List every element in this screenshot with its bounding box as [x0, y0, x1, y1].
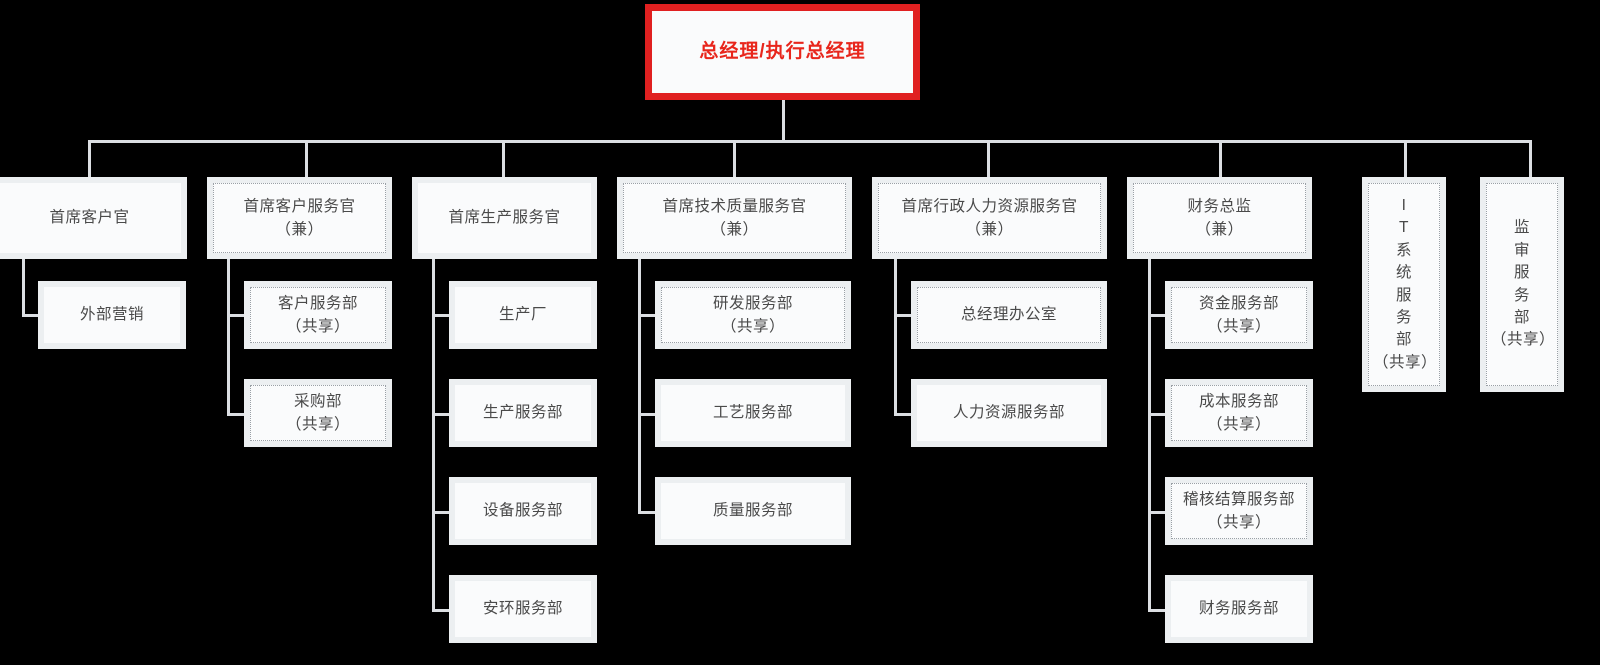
- node-label: 人力资源服务部: [917, 385, 1101, 441]
- node-cfo[interactable]: 财务总监 （兼）: [1127, 177, 1312, 259]
- node-label: 生产厂: [455, 287, 591, 343]
- node-it-system-service-dept[interactable]: I T 系 统 服 务 部 （共享）: [1362, 177, 1446, 392]
- connector-drop-ctqso: [733, 140, 736, 178]
- node-label-shared-tag: （共享）: [1373, 353, 1438, 371]
- node-label: 财务总监 （兼）: [1133, 183, 1306, 253]
- node-label-char: 监: [1513, 219, 1530, 237]
- connector-stub-chrso-1: [894, 314, 912, 317]
- connector-spine-cpso: [432, 259, 435, 611]
- node-label: 资金服务部 （共享）: [1171, 287, 1307, 343]
- node-label: 研发服务部 （共享）: [661, 287, 845, 343]
- connector-spine-ctqso: [638, 259, 641, 513]
- connector-drop-it: [1404, 140, 1407, 178]
- node-label-char: 部: [1395, 331, 1412, 349]
- node-label: 首席技术质量服务官 （兼）: [623, 183, 846, 253]
- node-procurement-dept[interactable]: 采购部 （共享）: [244, 379, 392, 447]
- connector-root-stem: [782, 100, 785, 142]
- node-treasury-service-dept[interactable]: 资金服务部 （共享）: [1165, 281, 1313, 349]
- connector-stub-cpso-3: [432, 511, 450, 514]
- node-label-char: 系: [1395, 241, 1412, 259]
- connector-stub-ccso-1: [227, 314, 245, 317]
- node-chief-customer-officer[interactable]: 首席客户官: [0, 177, 187, 259]
- node-label: 成本服务部 （共享）: [1171, 385, 1307, 441]
- node-label-char: 务: [1395, 308, 1412, 326]
- node-safety-environment-service-dept[interactable]: 安环服务部: [449, 575, 597, 643]
- node-label-char: 服: [1513, 264, 1530, 282]
- node-audit-service-dept[interactable]: 监 审 服 务 部 （共享）: [1480, 177, 1564, 392]
- node-chief-production-service-officer[interactable]: 首席生产服务官: [412, 177, 597, 259]
- node-root-general-manager[interactable]: 总经理/执行总经理: [645, 4, 920, 100]
- node-label: 首席生产服务官: [418, 183, 591, 253]
- node-label: 财务服务部: [1171, 581, 1307, 637]
- connector-stub-ccso-2: [227, 413, 245, 416]
- node-rnd-service-dept[interactable]: 研发服务部 （共享）: [655, 281, 851, 349]
- node-label: 外部营销: [44, 287, 180, 343]
- connector-stub-cfo-4: [1148, 609, 1166, 612]
- connector-stub-cpso-4: [432, 609, 450, 612]
- node-finance-service-dept[interactable]: 财务服务部: [1165, 575, 1313, 643]
- node-production-service-dept[interactable]: 生产服务部: [449, 379, 597, 447]
- node-label: 安环服务部: [455, 581, 591, 637]
- connector-drop-chrso: [987, 140, 990, 178]
- node-label-vertical: I T 系 统 服 务 部 （共享）: [1368, 183, 1440, 386]
- node-root-label: 总经理/执行总经理: [652, 11, 913, 93]
- node-label: 首席客户官: [0, 183, 181, 253]
- connector-stub-ctqso-2: [638, 413, 656, 416]
- connector-drop-cfo: [1219, 140, 1222, 178]
- connector-stub-cco-1: [22, 314, 40, 317]
- node-gm-office[interactable]: 总经理办公室: [911, 281, 1107, 349]
- node-hr-service-dept[interactable]: 人力资源服务部: [911, 379, 1107, 447]
- connector-stub-cfo-2: [1148, 413, 1166, 416]
- connector-drop-cpso: [502, 140, 505, 178]
- node-label: 首席行政人力资源服务官 （兼）: [878, 183, 1101, 253]
- node-equipment-service-dept[interactable]: 设备服务部: [449, 477, 597, 545]
- node-label: 工艺服务部: [661, 385, 845, 441]
- connector-drop-cco: [88, 140, 91, 178]
- node-process-service-dept[interactable]: 工艺服务部: [655, 379, 851, 447]
- node-chief-admin-hr-service-officer[interactable]: 首席行政人力资源服务官 （兼）: [872, 177, 1107, 259]
- connector-spine-cfo: [1148, 259, 1151, 611]
- node-label-char: 务: [1513, 286, 1530, 304]
- node-chief-customer-service-officer[interactable]: 首席客户服务官 （兼）: [207, 177, 392, 259]
- node-production-plant[interactable]: 生产厂: [449, 281, 597, 349]
- connector-bus: [88, 140, 1532, 143]
- node-label: 稽核结算服务部 （共享）: [1171, 483, 1307, 539]
- connector-spine-chrso: [894, 259, 897, 416]
- node-label-char: 统: [1395, 264, 1412, 282]
- node-external-marketing[interactable]: 外部营销: [38, 281, 186, 349]
- node-label-vertical: 监 审 服 务 部 （共享）: [1486, 183, 1558, 386]
- node-label: 设备服务部: [455, 483, 591, 539]
- node-label-shared-tag: （共享）: [1491, 331, 1556, 349]
- connector-stub-cpso-2: [432, 413, 450, 416]
- connector-stub-chrso-2: [894, 413, 912, 416]
- node-label: 采购部 （共享）: [250, 385, 386, 441]
- node-label-char: I: [1401, 196, 1407, 214]
- connector-spine-ccso: [227, 259, 230, 416]
- node-label: 生产服务部: [455, 385, 591, 441]
- node-label-char: 审: [1513, 241, 1530, 259]
- node-label: 质量服务部: [661, 483, 845, 539]
- connector-drop-ccso: [305, 140, 308, 178]
- node-cost-service-dept[interactable]: 成本服务部 （共享）: [1165, 379, 1313, 447]
- node-label-char: 服: [1395, 286, 1412, 304]
- node-label: 首席客户服务官 （兼）: [213, 183, 386, 253]
- node-chief-technical-quality-service-officer[interactable]: 首席技术质量服务官 （兼）: [617, 177, 852, 259]
- connector-stub-ctqso-1: [638, 314, 656, 317]
- connector-drop-audit: [1529, 140, 1532, 178]
- node-label-char: T: [1399, 219, 1409, 237]
- node-label-char: 部: [1513, 308, 1530, 326]
- connector-stub-ctqso-3: [638, 511, 656, 514]
- node-customer-service-dept[interactable]: 客户服务部 （共享）: [244, 281, 392, 349]
- node-label: 总经理办公室: [917, 287, 1101, 343]
- connector-stub-cfo-3: [1148, 511, 1166, 514]
- connector-stub-cpso-1: [432, 314, 450, 317]
- connector-spine-cco: [22, 259, 25, 317]
- node-quality-service-dept[interactable]: 质量服务部: [655, 477, 851, 545]
- connector-stub-cfo-1: [1148, 314, 1166, 317]
- node-audit-settlement-service-dept[interactable]: 稽核结算服务部 （共享）: [1165, 477, 1313, 545]
- node-label: 客户服务部 （共享）: [250, 287, 386, 343]
